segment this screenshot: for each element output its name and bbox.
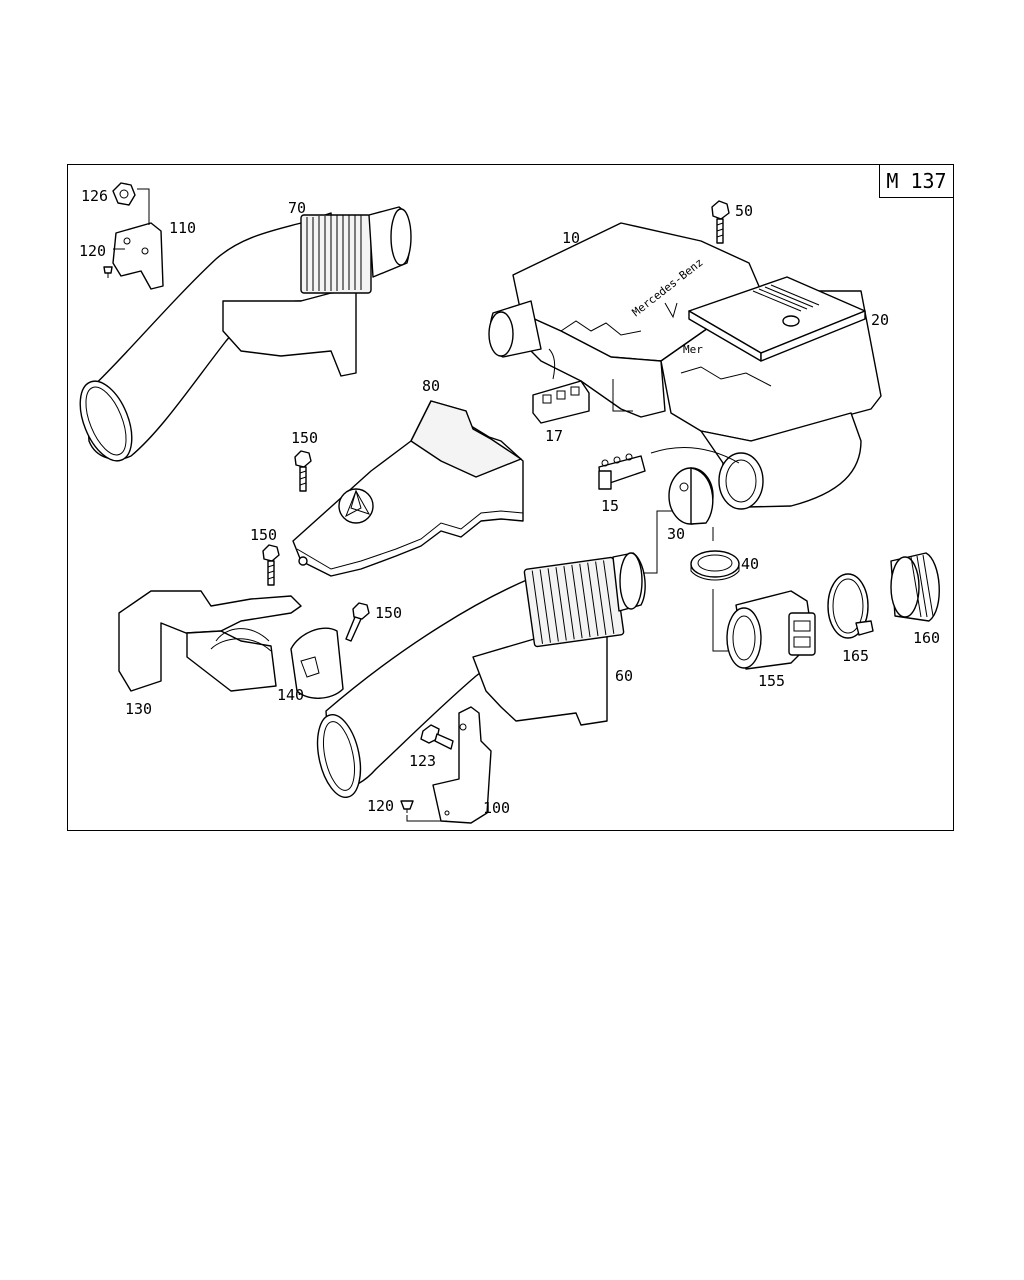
callout-120-top: 120 bbox=[79, 242, 106, 260]
callout-155: 155 bbox=[758, 672, 785, 690]
callout-150-c: 150 bbox=[375, 604, 402, 622]
callout-20: 20 bbox=[871, 311, 889, 329]
part-110-bracket[interactable] bbox=[112, 222, 164, 290]
callout-150-b: 150 bbox=[250, 526, 277, 544]
part-15-connector[interactable] bbox=[598, 453, 646, 490]
part-130-mount[interactable] bbox=[118, 590, 302, 692]
callout-126: 126 bbox=[81, 187, 108, 205]
diagram-reference-code: M 137 bbox=[879, 165, 953, 198]
part-70-intake-duct[interactable] bbox=[70, 206, 412, 468]
callout-123: 123 bbox=[409, 752, 436, 770]
part-20-filter-element[interactable] bbox=[688, 276, 866, 362]
part-17-connector[interactable] bbox=[532, 380, 590, 424]
housing-brand-mark-partial: Mer bbox=[683, 343, 703, 356]
callout-60: 60 bbox=[615, 667, 633, 685]
callout-140: 140 bbox=[277, 686, 304, 704]
callout-labels: 10 15 17 20 30 40 50 60 70 80 100 110 12… bbox=[79, 187, 940, 817]
part-60-intake-duct[interactable] bbox=[311, 552, 646, 801]
part-100-bracket[interactable] bbox=[432, 706, 492, 824]
callout-130: 130 bbox=[125, 700, 152, 718]
part-123-bolt[interactable] bbox=[420, 724, 454, 750]
part-150-bolt-a[interactable] bbox=[294, 450, 312, 492]
callout-50: 50 bbox=[735, 202, 753, 220]
parts-diagram-drawing: Mercedes-Benz Mer bbox=[70, 182, 940, 824]
part-10-air-filter-housing[interactable]: Mercedes-Benz Mer bbox=[488, 222, 882, 510]
callout-80: 80 bbox=[422, 377, 440, 395]
callout-40: 40 bbox=[741, 555, 759, 573]
part-150-bolt-c[interactable] bbox=[345, 602, 370, 642]
parts-diagram-frame: M 137 bbox=[67, 164, 954, 831]
callout-30: 30 bbox=[667, 525, 685, 543]
part-126-nut[interactable] bbox=[112, 182, 136, 206]
part-140-holder[interactable] bbox=[290, 627, 344, 699]
part-30-cap[interactable] bbox=[668, 467, 714, 525]
callout-110: 110 bbox=[169, 219, 196, 237]
part-50-bolt[interactable] bbox=[711, 200, 730, 244]
callout-17: 17 bbox=[545, 427, 563, 445]
callout-165: 165 bbox=[842, 647, 869, 665]
callout-120-bottom: 120 bbox=[367, 797, 394, 815]
callout-150-a: 150 bbox=[291, 429, 318, 447]
part-120-clip-top[interactable] bbox=[103, 266, 113, 278]
part-155-air-mass-sensor[interactable] bbox=[726, 590, 816, 670]
callout-160: 160 bbox=[913, 629, 940, 647]
part-160-sleeve[interactable] bbox=[890, 552, 940, 622]
callout-10: 10 bbox=[562, 229, 580, 247]
callout-70: 70 bbox=[288, 199, 306, 217]
part-120-clip-bottom[interactable] bbox=[400, 800, 414, 813]
part-165-clamp[interactable] bbox=[827, 573, 874, 639]
part-80-engine-cover[interactable] bbox=[292, 400, 524, 577]
part-150-bolt-b[interactable] bbox=[262, 544, 280, 586]
part-40-seal-ring[interactable] bbox=[690, 550, 740, 581]
callout-15: 15 bbox=[601, 497, 619, 515]
callout-100: 100 bbox=[483, 799, 510, 817]
